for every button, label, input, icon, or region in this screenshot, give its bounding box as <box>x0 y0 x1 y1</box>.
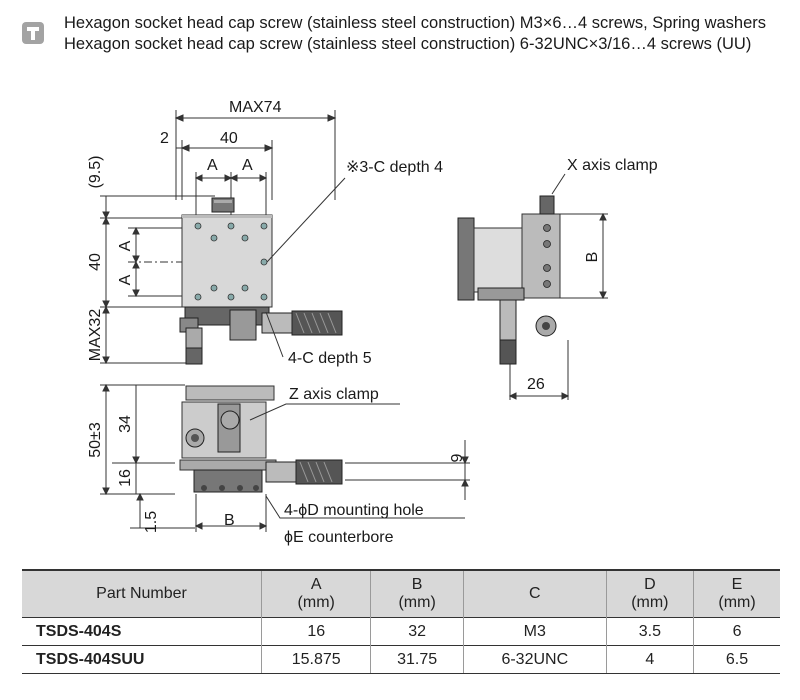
dim-b-bottom: B <box>224 512 235 529</box>
part-number-cell: TSDS-404S <box>22 617 262 646</box>
dim-max32: MAX32 <box>87 309 104 362</box>
table-cell: 31.75 <box>370 645 464 674</box>
dim-16: 16 <box>117 469 134 487</box>
table-cell: 32 <box>370 617 464 646</box>
callout-x-axis-clamp: X axis clamp <box>567 157 658 174</box>
table-cell: M3 <box>462 617 607 646</box>
table-header-row: Part Number A(mm) B(mm) C D(mm) E(mm) <box>22 570 780 618</box>
table-cell: 6-32UNC <box>462 645 607 674</box>
callout-mounting-hole: 4-ϕD mounting hole <box>284 502 424 519</box>
part-number-cell: TSDS-404SUU <box>22 645 262 674</box>
col-header: Part Number <box>22 570 262 618</box>
dim-a-side-2: A <box>117 274 134 285</box>
dim-9-5: (9.5) <box>87 156 104 189</box>
table-row: TSDS-404S 16 32 M3 3.5 6 <box>22 617 780 646</box>
table-row: TSDS-404SUU 15.875 31.75 6-32UNC 4 6.5 <box>22 645 780 674</box>
dim-9: 9 <box>449 453 466 462</box>
header-line-1: Hexagon socket head cap screw (stainless… <box>64 14 767 32</box>
dim-1-5: 1.5 <box>143 511 160 533</box>
technical-drawing: MAX74 40 2 A A (9.5) 40 A A MAX32 ※3-C d… <box>87 99 658 546</box>
callout-3c-depth: ※3-C depth 4 <box>346 159 443 176</box>
dim-b-right: B <box>584 252 601 263</box>
callout-counterbore: ϕE counterbore <box>284 529 394 546</box>
dim-2: 2 <box>160 130 169 147</box>
dim-a-1: A <box>207 157 218 174</box>
table-cell: 4 <box>605 645 694 674</box>
front-view <box>179 385 343 493</box>
col-header: D(mm) <box>605 570 694 618</box>
table-cell: 16 <box>261 617 371 646</box>
col-header: C <box>462 570 607 618</box>
callout-4c-depth: 4-C depth 5 <box>288 350 372 367</box>
dim-34: 34 <box>117 415 134 433</box>
side-view <box>457 195 561 365</box>
leader-lines <box>249 173 566 519</box>
spec-table: Part Number A(mm) B(mm) C D(mm) E(mm) TS… <box>22 569 780 674</box>
dimension-lines <box>102 114 607 530</box>
table-cell: 3.5 <box>605 617 694 646</box>
table-cell: 6.5 <box>693 645 780 674</box>
callout-z-axis-clamp: Z axis clamp <box>289 386 379 403</box>
dim-a-2: A <box>242 157 253 174</box>
col-header: E(mm) <box>693 570 780 618</box>
dim-26: 26 <box>527 376 545 393</box>
dim-50: 50±3 <box>87 422 104 458</box>
header-line-2: Hexagon socket head cap screw (stainless… <box>64 35 752 53</box>
dim-40-top: 40 <box>220 130 238 147</box>
col-header: A(mm) <box>261 570 371 618</box>
dim-40-side: 40 <box>87 253 104 271</box>
top-view <box>179 197 343 365</box>
table-cell: 6 <box>693 617 780 646</box>
table-cell: 15.875 <box>261 645 371 674</box>
dim-max74: MAX74 <box>229 99 282 116</box>
col-header: B(mm) <box>370 570 464 618</box>
screw-icon <box>22 22 44 44</box>
dim-a-side-1: A <box>117 240 134 251</box>
